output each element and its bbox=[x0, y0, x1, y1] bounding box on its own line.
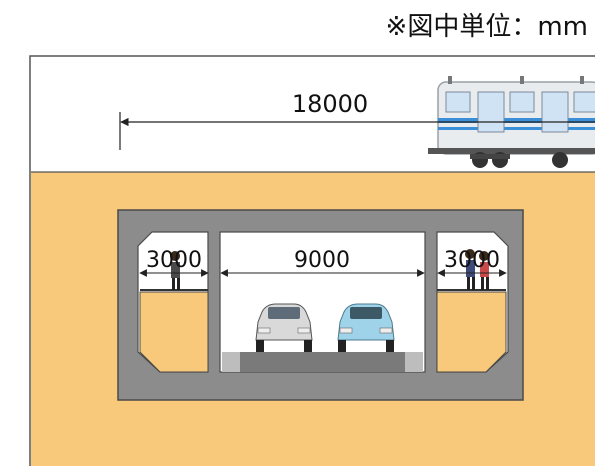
box-culvert bbox=[117, 209, 524, 401]
left-walkway-fill bbox=[139, 291, 209, 373]
train-icon bbox=[428, 76, 595, 168]
car-icon bbox=[255, 303, 313, 352]
left-walkway-label: 3000 bbox=[146, 248, 202, 273]
road-surface bbox=[222, 352, 423, 372]
roadway-label: 9000 bbox=[294, 248, 350, 273]
total-width-dimension: 18000 bbox=[119, 90, 595, 150]
left-walkway-dimension: 3000 bbox=[139, 248, 209, 277]
right-walkway-dimension: 3000 bbox=[437, 248, 507, 277]
car-icon bbox=[337, 303, 395, 352]
unit-note: ※図中単位：mm bbox=[385, 12, 588, 42]
total-width-label: 18000 bbox=[292, 90, 368, 118]
right-walkway-label: 3000 bbox=[444, 248, 500, 273]
right-walkway-fill bbox=[436, 291, 507, 373]
roadway-dimension: 9000 bbox=[220, 248, 425, 277]
